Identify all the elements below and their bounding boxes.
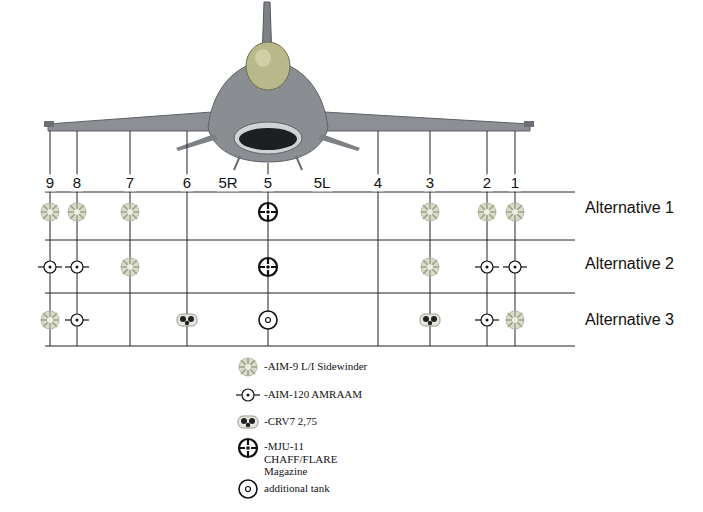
station-number: 5 xyxy=(262,174,274,191)
legend-symbol xyxy=(239,480,257,498)
station-number: 7 xyxy=(124,174,136,191)
grid-line xyxy=(45,293,575,294)
store-symbol xyxy=(121,258,139,276)
station-grid xyxy=(45,131,575,346)
store-symbol xyxy=(506,203,524,221)
station-number: 5R xyxy=(216,174,239,191)
wingtip-rail xyxy=(524,121,534,127)
wingtip-rail xyxy=(44,121,54,127)
station-number: 8 xyxy=(71,174,83,191)
store-symbol xyxy=(421,203,439,221)
canopy xyxy=(246,42,290,90)
station-number: 2 xyxy=(481,174,493,191)
station-number: 9 xyxy=(44,174,56,191)
station-number: 6 xyxy=(181,174,193,191)
store-symbol xyxy=(421,258,439,276)
grid-line xyxy=(45,240,575,241)
store-symbol xyxy=(121,203,139,221)
store-symbol xyxy=(475,314,499,326)
aircraft-front-view xyxy=(44,2,534,170)
station-line xyxy=(130,131,131,346)
legend-text: -CRV7 2,75 xyxy=(264,415,317,428)
store-symbol xyxy=(475,261,499,273)
store-symbol xyxy=(38,261,62,273)
store-symbol xyxy=(503,261,527,273)
store-symbol xyxy=(68,203,86,221)
ventral-fin xyxy=(234,156,240,170)
legend-text: -MJU-11 CHAFF/FLARE Magazine xyxy=(264,440,376,478)
intake-lip xyxy=(234,122,302,154)
store-symbols xyxy=(38,203,527,498)
legend-text: -AIM-120 AMRAAM xyxy=(264,388,362,401)
station-number: 3 xyxy=(424,174,436,191)
store-symbol xyxy=(478,203,496,221)
store-symbol xyxy=(506,311,524,329)
alternative-label: Alternative 3 xyxy=(585,311,674,329)
stabilizer xyxy=(176,134,218,151)
store-symbol xyxy=(259,258,277,276)
station-line xyxy=(378,131,379,346)
store-symbol xyxy=(259,311,277,329)
store-symbol xyxy=(259,203,277,221)
alternative-label: Alternative 1 xyxy=(585,199,674,217)
store-symbol xyxy=(65,314,89,326)
grid-line xyxy=(45,192,575,193)
station-number: 5L xyxy=(312,174,333,191)
legend-symbol xyxy=(236,389,260,401)
intake xyxy=(239,128,297,150)
store-symbol xyxy=(65,261,89,273)
alternative-label: Alternative 2 xyxy=(585,255,674,273)
store-symbol xyxy=(41,203,59,221)
legend-symbol xyxy=(239,358,257,376)
legend-text: -AIM-9 L/I Sidewinder xyxy=(264,360,367,373)
legend-symbol xyxy=(238,416,258,428)
station-number: 4 xyxy=(372,174,384,191)
grid-line xyxy=(45,346,575,347)
stabilizer xyxy=(318,134,360,151)
legend-text: additional tank xyxy=(264,482,330,495)
ventral-fin xyxy=(296,156,302,170)
station-number: 1 xyxy=(509,174,521,191)
legend-symbol xyxy=(239,439,257,457)
store-symbol xyxy=(177,314,197,326)
store-symbol xyxy=(41,311,59,329)
store-symbol xyxy=(420,314,440,326)
canopy-glare xyxy=(255,49,271,67)
